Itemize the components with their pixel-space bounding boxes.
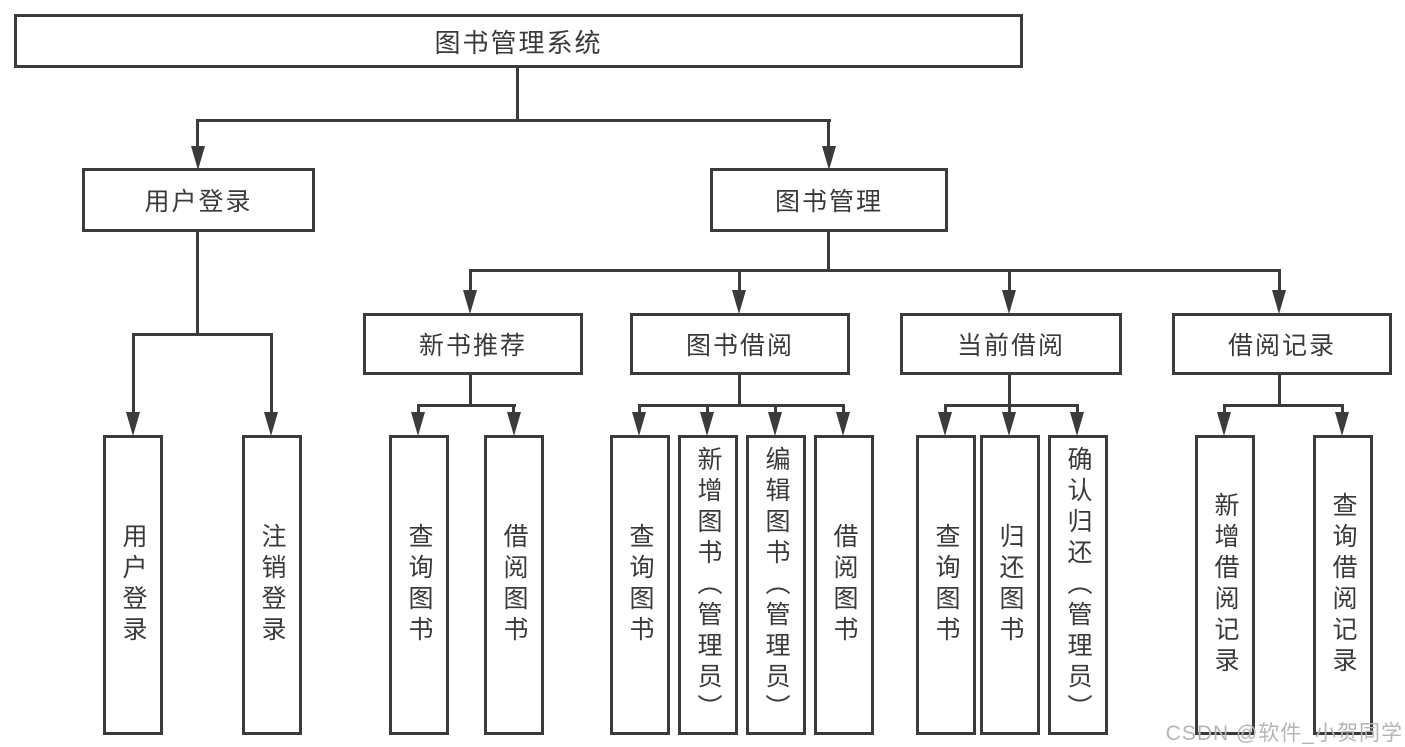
leaf-recommend-borrow-book: 借阅图书 bbox=[484, 435, 544, 735]
arrow-down-icon bbox=[1272, 290, 1286, 314]
connector-line bbox=[270, 333, 273, 413]
leaf-records-add-record: 新增借阅记录 bbox=[1195, 435, 1255, 735]
node-user-login-label: 用户登录 bbox=[144, 188, 253, 216]
leaf-borrow-query-book: 查询图书 bbox=[610, 435, 670, 735]
arrow-down-icon bbox=[768, 412, 782, 436]
node-root: 图书管理系统 bbox=[14, 14, 1023, 68]
node-new-book-recommend-label: 新书推荐 bbox=[418, 332, 527, 360]
connector-line bbox=[1223, 404, 1344, 407]
node-root-label: 图书管理系统 bbox=[434, 27, 603, 58]
connector-line bbox=[944, 404, 947, 414]
arrow-down-icon bbox=[1002, 290, 1016, 314]
node-user-login: 用户登录 bbox=[82, 168, 315, 232]
connector-line bbox=[1008, 375, 1011, 407]
node-current-borrow: 当前借阅 bbox=[900, 313, 1122, 375]
connector-line bbox=[827, 119, 830, 149]
leaf-recommend-query-book: 查询图书 bbox=[389, 435, 449, 735]
connector-line bbox=[1341, 404, 1344, 414]
connector-line bbox=[1223, 404, 1226, 414]
connector-line bbox=[738, 375, 741, 407]
arrow-down-icon bbox=[411, 412, 425, 436]
connector-line bbox=[417, 404, 420, 414]
connector-line bbox=[469, 375, 472, 407]
connector-line bbox=[196, 119, 199, 149]
connector-line bbox=[738, 269, 741, 293]
connector-line bbox=[1008, 404, 1011, 414]
leaf-current-return-book: 归还图书 bbox=[980, 435, 1040, 735]
node-borrow-records-label: 借阅记录 bbox=[1227, 332, 1336, 360]
connector-line bbox=[132, 333, 135, 413]
watermark: CSDN @软件_小贺同学 bbox=[1165, 722, 1403, 745]
node-book-borrow-label: 图书借阅 bbox=[685, 332, 794, 360]
connector-line bbox=[638, 404, 641, 414]
connector-line bbox=[1278, 269, 1281, 293]
arrow-down-icon bbox=[632, 412, 646, 436]
leaf-logout: 注销登录 bbox=[242, 435, 302, 735]
node-new-book-recommend: 新书推荐 bbox=[363, 313, 583, 375]
connector-line bbox=[638, 404, 845, 407]
arrow-down-icon bbox=[1217, 412, 1231, 436]
arrow-down-icon bbox=[191, 146, 205, 170]
leaf-records-query-record: 查询借阅记录 bbox=[1313, 435, 1373, 735]
leaf-user-login: 用户登录 bbox=[103, 435, 163, 735]
connector-line bbox=[417, 404, 516, 407]
connector-line bbox=[842, 404, 845, 414]
connector-line bbox=[1008, 269, 1011, 293]
arrow-down-icon bbox=[1070, 412, 1084, 436]
node-borrow-records: 借阅记录 bbox=[1172, 313, 1392, 375]
connector-line bbox=[516, 68, 519, 122]
arrow-down-icon bbox=[1002, 412, 1016, 436]
connector-line bbox=[197, 119, 831, 122]
leaf-current-confirm-return-admin: 确认归还（管理员） bbox=[1048, 435, 1108, 735]
leaf-borrow-borrow-book: 借阅图书 bbox=[814, 435, 874, 735]
node-current-borrow-label: 当前借阅 bbox=[956, 332, 1065, 360]
arrow-down-icon bbox=[732, 290, 746, 314]
arrow-down-icon bbox=[264, 412, 278, 436]
connector-line bbox=[1076, 404, 1079, 414]
arrow-down-icon bbox=[938, 412, 952, 436]
arrow-down-icon bbox=[1335, 412, 1349, 436]
connector-line bbox=[774, 404, 777, 414]
arrow-down-icon bbox=[836, 412, 850, 436]
connector-line bbox=[827, 232, 830, 272]
arrow-down-icon bbox=[822, 146, 836, 170]
connector-line bbox=[469, 269, 1281, 272]
connector-line bbox=[196, 232, 199, 336]
connector-line bbox=[706, 404, 709, 414]
leaf-current-query-book: 查询图书 bbox=[916, 435, 976, 735]
arrow-down-icon bbox=[463, 290, 477, 314]
connector-line bbox=[944, 404, 1079, 407]
arrow-down-icon bbox=[700, 412, 714, 436]
node-book-borrow: 图书借阅 bbox=[630, 313, 850, 375]
node-book-management-label: 图书管理 bbox=[774, 188, 883, 216]
leaf-borrow-add-book-admin: 新增图书（管理员） bbox=[678, 435, 738, 735]
node-book-management: 图书管理 bbox=[710, 168, 948, 232]
connector-line bbox=[132, 333, 273, 336]
arrow-down-icon bbox=[507, 412, 521, 436]
connector-line bbox=[469, 269, 472, 293]
leaf-borrow-edit-book-admin: 编辑图书（管理员） bbox=[746, 435, 806, 735]
connector-line bbox=[1278, 375, 1281, 407]
connector-line bbox=[512, 404, 515, 414]
arrow-down-icon bbox=[126, 412, 140, 436]
